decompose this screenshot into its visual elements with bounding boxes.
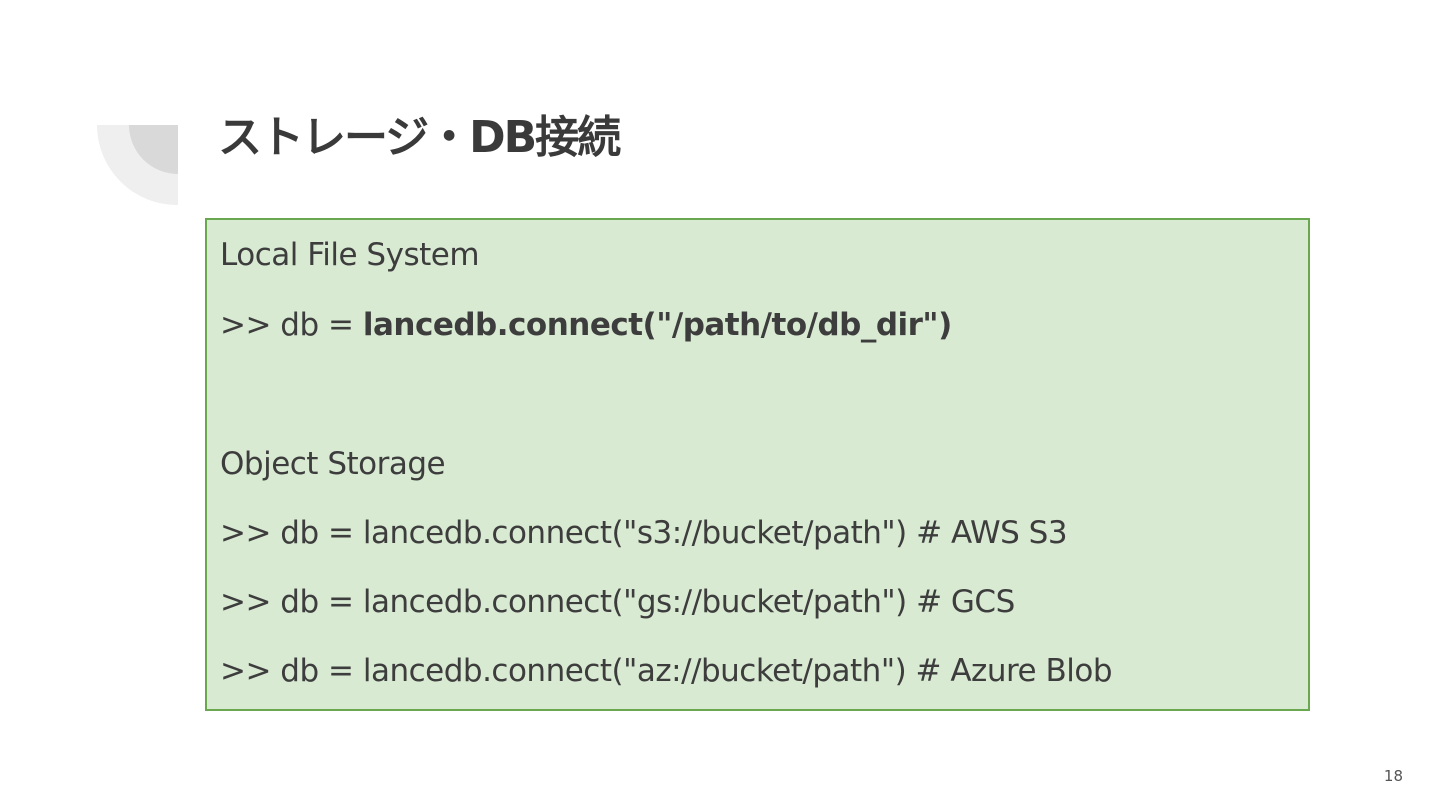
code-example-box: Local File System >> db = lancedb.connec… [205, 218, 1310, 711]
local-code-call: lancedb.connect("/path/to/db_dir") [362, 307, 952, 343]
azure-connect-code: >> db = lancedb.connect("az://bucket/pat… [220, 653, 1113, 689]
s3-connect-code: >> db = lancedb.connect("s3://bucket/pat… [220, 515, 1068, 551]
corner-decoration [97, 125, 178, 205]
local-connect-code: >> db = lancedb.connect("/path/to/db_dir… [220, 305, 952, 345]
page-number: 18 [1383, 767, 1403, 785]
local-file-system-heading: Local File System [220, 237, 480, 273]
local-code-prefix: >> db = [220, 307, 363, 343]
slide-title: ストレージ・DB接続 [218, 112, 621, 163]
gcs-connect-code: >> db = lancedb.connect("gs://bucket/pat… [220, 584, 1015, 620]
object-storage-heading: Object Storage [220, 446, 446, 482]
